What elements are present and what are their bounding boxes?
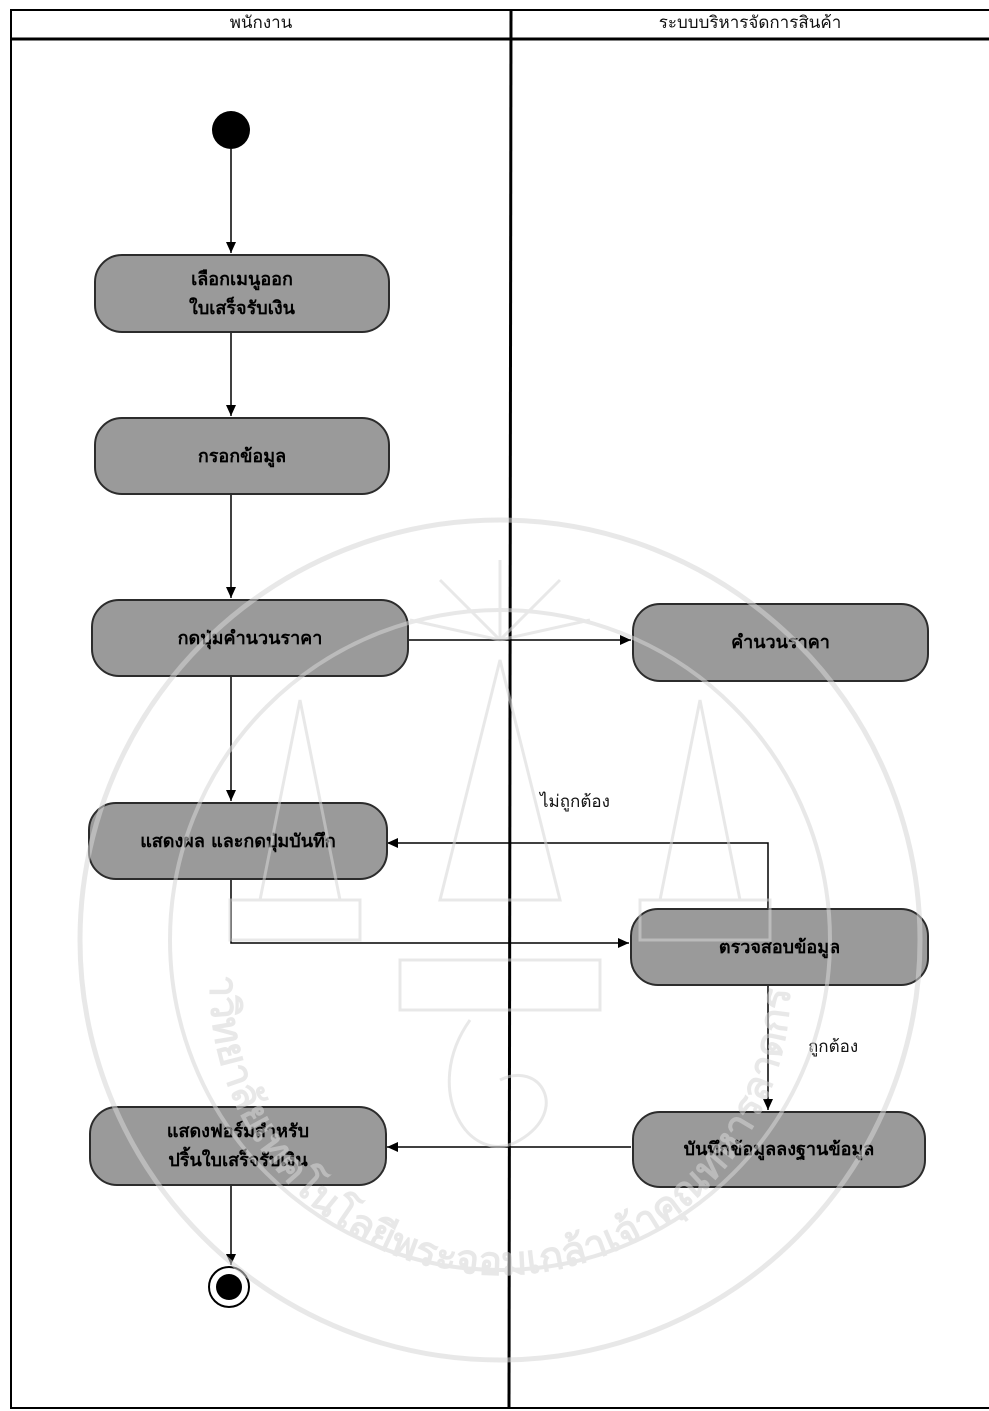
activity-press-calc-label: กดปุ่มคำนวนราคา [177,627,323,649]
lane-title-employee: พนักงาน [229,13,293,33]
activity-verify-data-label: ตรวจสอบข้อมูล [718,936,841,958]
lane-title-inventory-system: ระบบบริหารจัดการสินค้า [658,13,842,33]
activity-press-calc: กดปุ่มคำนวนราคา [91,599,409,677]
activity-show-print-form-line1: แสดงฟอร์มสำหรับ [166,1121,310,1142]
activity-fill-data: กรอกข้อมูล [94,417,390,495]
activity-show-and-save: แสดงผล และกดปุ่มบันทึก [88,802,388,880]
activity-select-menu-line1: เลือกเมนูออก [191,268,293,290]
guard-valid-label: ถูกต้อง [808,1037,859,1057]
guard-invalid-label: ไม่ถูกต้อง [540,792,610,812]
activity-verify-data: ตรวจสอบข้อมูล [630,908,929,986]
end-node [208,1266,250,1308]
activity-select-menu-line2: ใบเสร็จรับเงิน [189,297,295,319]
edge-show-save-to-verify [230,880,629,948]
activity-fill-data-label: กรอกข้อมูล [197,445,287,467]
activity-show-print-form: แสดงฟอร์มสำหรับ ปริ้นใบเสร็จรับเงิน [89,1106,387,1186]
swimlane-divider [507,9,513,1409]
activity-show-print-form-line2: ปริ้นใบเสร็จรับเงิน [168,1150,308,1171]
activity-calc-price: คำนวนราคา [632,603,929,682]
activity-show-and-save-label: แสดงผล และกดปุ่มบันทึก [140,830,336,852]
activity-select-menu: เลือกเมนูออก ใบเสร็จรับเงิน [94,254,390,333]
start-node [212,111,250,149]
activity-calc-price-label: คำนวนราคา [731,632,830,653]
edge-verify-invalid-to-show-save [387,838,769,908]
activity-save-to-database: บันทึกข้อมูลลงฐานข้อมูล [632,1111,926,1188]
activity-save-to-database-label: บันทึกข้อมูลลงฐานข้อมูล [683,1139,875,1160]
swimlane-frame [10,9,989,1409]
